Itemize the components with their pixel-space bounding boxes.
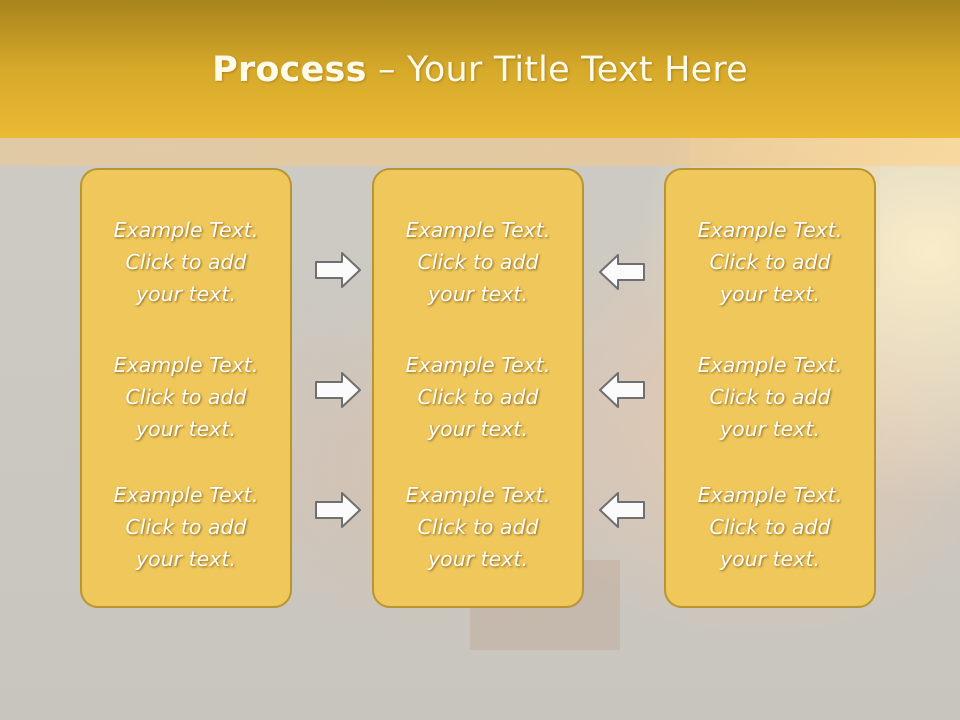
- text-line: Example Text.: [697, 353, 843, 377]
- slide-title[interactable]: Process – Your Title Text Here: [0, 50, 960, 90]
- text-line: Example Text.: [697, 483, 843, 507]
- text-line: Click to add: [125, 250, 247, 274]
- text-block[interactable]: Example Text. Click to add your text.: [374, 479, 582, 575]
- text-line: your text.: [720, 282, 820, 306]
- text-line: Click to add: [709, 250, 831, 274]
- text-line: Example Text.: [113, 218, 259, 242]
- left-arrow-icon[interactable]: [598, 490, 646, 530]
- text-line: your text.: [720, 547, 820, 571]
- left-arrow-icon[interactable]: [598, 370, 646, 410]
- text-block[interactable]: Example Text. Click to add your text.: [666, 479, 874, 575]
- text-line: your text.: [720, 417, 820, 441]
- text-block[interactable]: Example Text. Click to add your text.: [82, 214, 290, 310]
- text-line: Click to add: [417, 250, 539, 274]
- text-line: Example Text.: [405, 353, 551, 377]
- text-block[interactable]: Example Text. Click to add your text.: [666, 214, 874, 310]
- text-line: Example Text.: [113, 353, 259, 377]
- header-band: [0, 138, 960, 166]
- title-bold: Process: [212, 50, 367, 90]
- process-box-left[interactable]: Example Text. Click to add your text. Ex…: [80, 168, 292, 608]
- process-box-right[interactable]: Example Text. Click to add your text. Ex…: [664, 168, 876, 608]
- text-line: your text.: [136, 417, 236, 441]
- text-line: your text.: [136, 547, 236, 571]
- right-arrow-icon[interactable]: [314, 370, 362, 410]
- text-line: Click to add: [125, 515, 247, 539]
- process-box-center[interactable]: Example Text. Click to add your text. Ex…: [372, 168, 584, 608]
- text-line: Example Text.: [113, 483, 259, 507]
- text-line: your text.: [428, 417, 528, 441]
- right-arrow-icon[interactable]: [314, 490, 362, 530]
- text-block[interactable]: Example Text. Click to add your text.: [82, 349, 290, 445]
- right-arrow-icon[interactable]: [314, 250, 362, 290]
- text-line: Example Text.: [697, 218, 843, 242]
- text-line: Click to add: [709, 385, 831, 409]
- text-line: Example Text.: [405, 483, 551, 507]
- left-arrow-icon[interactable]: [598, 252, 646, 292]
- title-rest: – Your Title Text Here: [366, 50, 748, 90]
- text-line: Example Text.: [405, 218, 551, 242]
- text-line: your text.: [136, 282, 236, 306]
- text-block[interactable]: Example Text. Click to add your text.: [82, 479, 290, 575]
- text-block[interactable]: Example Text. Click to add your text.: [374, 349, 582, 445]
- text-line: Click to add: [417, 385, 539, 409]
- text-block[interactable]: Example Text. Click to add your text.: [666, 349, 874, 445]
- text-line: Click to add: [709, 515, 831, 539]
- text-line: Click to add: [125, 385, 247, 409]
- title-bar: [0, 0, 960, 138]
- text-block[interactable]: Example Text. Click to add your text.: [374, 214, 582, 310]
- text-line: your text.: [428, 282, 528, 306]
- text-line: Click to add: [417, 515, 539, 539]
- text-line: your text.: [428, 547, 528, 571]
